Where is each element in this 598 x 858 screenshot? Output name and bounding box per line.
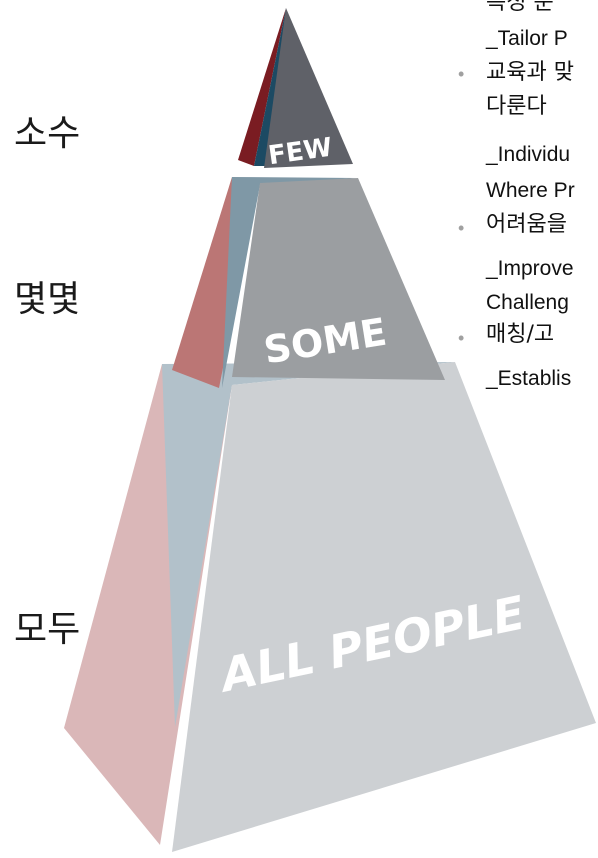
top-front-face — [264, 8, 353, 168]
bullet-2-dot: • — [458, 218, 465, 238]
mid-front-face — [232, 178, 445, 380]
bullet-3-line-1: _Establis — [486, 367, 572, 390]
bullet-1-line-2: _Individu — [486, 143, 571, 166]
top-navy-face — [254, 8, 286, 166]
bullet-1-dot: • — [458, 64, 465, 84]
bullet-1-line-3: Where Pr — [486, 179, 575, 202]
bullet-list: 특정 문 _Tailor P • 교육과 맞 다룬다 _Individu Whe… — [458, 0, 598, 420]
mid-edge-face — [222, 177, 357, 388]
bullet-3-dot: • — [458, 328, 465, 348]
bullet-0-line-0: 특정 문 — [486, 0, 554, 15]
bullet-3-line-0: 매칭/고 — [486, 322, 555, 347]
row-label-all: 모두 — [14, 609, 81, 650]
top-left-face — [238, 8, 286, 166]
bullet-2-line-0: 어려움을 — [486, 212, 567, 237]
row-label-some: 몇몇 — [14, 279, 81, 320]
bullet-1-line-0: 교육과 맞 — [486, 60, 574, 85]
bullet-0-line-1: _Tailor P — [486, 27, 568, 50]
base-front-face — [172, 362, 596, 852]
row-label-few: 소수 — [14, 113, 81, 154]
bullet-1-line-1: 다룬다 — [486, 94, 547, 119]
base-edge-face — [162, 362, 455, 727]
bullet-2-line-2: Challeng — [486, 291, 569, 314]
bullet-2-line-1: _Improve — [486, 257, 574, 280]
